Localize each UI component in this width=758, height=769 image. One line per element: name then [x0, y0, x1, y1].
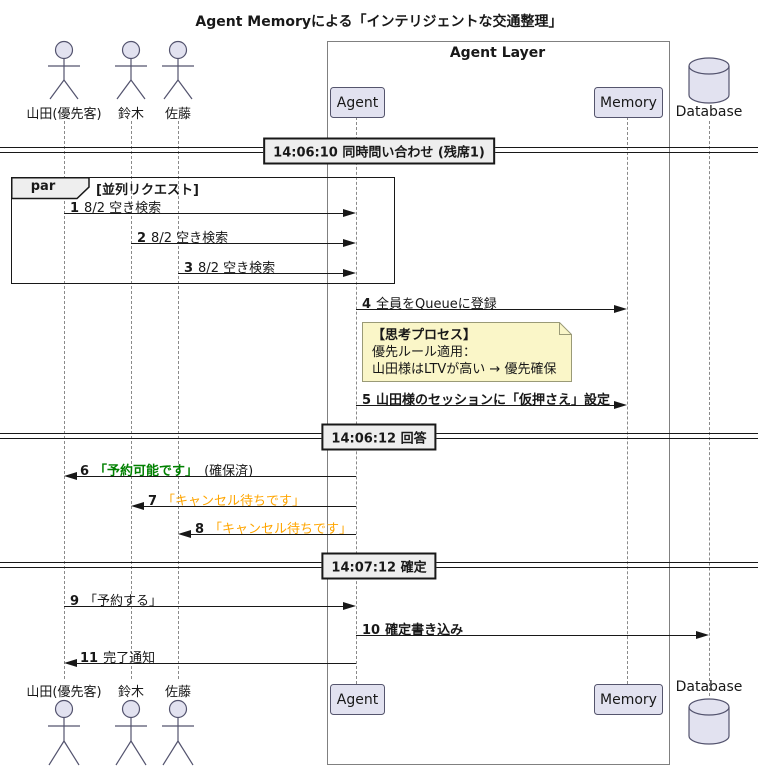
actor-label: 鈴木	[117, 107, 144, 122]
stick-figure-icon	[162, 40, 194, 100]
divider-label: 14:06:12 回答	[321, 423, 437, 451]
participant-memory-bottom: Memory	[594, 684, 663, 715]
diagram-title: Agent Memoryによる「インテリジェントな交通整理」	[195, 14, 563, 30]
message-number: 7	[148, 494, 158, 509]
message-line	[356, 635, 697, 637]
message-line	[76, 663, 356, 665]
actor-label: 鈴木	[117, 685, 144, 700]
message-line	[178, 273, 344, 275]
participant-label: Database	[675, 679, 743, 695]
message-number: 9	[70, 594, 80, 609]
participant-label: Database	[675, 104, 743, 120]
arrowhead-icon	[178, 530, 191, 538]
lifeline-memory	[627, 117, 628, 684]
arrowhead-icon	[343, 269, 356, 277]
participant-agent-bottom: Agent	[330, 684, 385, 715]
note-line: 【思考プロセス】	[372, 328, 477, 343]
message-text: 山田様のセッションに「仮押さえ」設定	[376, 393, 611, 408]
message-text: 8/2 空き検索	[151, 231, 229, 246]
message-number: 3	[184, 261, 194, 276]
message-number: 10	[362, 623, 381, 638]
cylinder-icon	[688, 57, 730, 104]
cylinder-icon	[688, 698, 730, 745]
lifeline-suzuki	[131, 121, 132, 679]
actor-label: 佐藤	[164, 685, 191, 700]
message-number: 5	[362, 393, 372, 408]
message-line	[143, 506, 356, 508]
arrowhead-icon	[64, 472, 77, 480]
actor-label: 佐藤	[164, 107, 191, 122]
message-line	[76, 476, 356, 478]
note-line: 優先ルール適用：	[372, 345, 477, 360]
message-line	[64, 213, 344, 215]
lifeline-yamada	[64, 121, 65, 679]
participant-memory-top: Memory	[594, 87, 663, 118]
stick-figure-icon	[115, 40, 147, 100]
stick-figure-icon	[48, 40, 80, 100]
message-text: 確定書き込み	[385, 623, 464, 638]
message-number: 6	[80, 464, 90, 479]
message-number: 4	[362, 297, 372, 312]
arrowhead-icon	[343, 209, 356, 217]
lifeline-agent	[356, 117, 357, 684]
note-line: 山田様はLTVが高い → 優先確保	[372, 362, 557, 377]
agent-layer-frame	[327, 41, 670, 765]
actor-label: 山田(優先客)	[26, 685, 102, 700]
message-text: 「キャンセル待ちです」	[162, 494, 306, 509]
message-suffix: (確保済)	[204, 464, 254, 479]
lifeline-sato	[178, 121, 179, 679]
message-line	[131, 243, 344, 245]
divider-label: 14:06:10 同時問い合わせ (残席1)	[263, 137, 495, 165]
par-condition: [並列リクエスト]	[96, 183, 199, 198]
fragment-tab-icon	[10, 176, 90, 199]
sticky-note-icon	[362, 322, 572, 382]
divider-label: 14:07:12 確定	[321, 552, 437, 580]
message-text: 8/2 空き検索	[84, 201, 162, 216]
par-fragment: par [並列リクエスト]	[10, 176, 395, 284]
message-line	[64, 606, 344, 608]
lifeline-database	[709, 121, 710, 696]
arrowhead-icon	[614, 305, 627, 313]
message-text: 「キャンセル待ちです」	[209, 522, 353, 537]
arrowhead-icon	[343, 602, 356, 610]
message-number: 11	[80, 651, 99, 666]
message-line	[190, 534, 356, 536]
arrowhead-icon	[614, 401, 627, 409]
stick-figure-icon	[115, 699, 147, 766]
message-number: 2	[137, 231, 147, 246]
message-number: 1	[70, 201, 80, 216]
message-line	[356, 309, 615, 311]
agent-layer-label: Agent Layer	[449, 45, 546, 61]
stick-figure-icon	[162, 699, 194, 766]
message-text: 8/2 空き検索	[198, 261, 276, 276]
message-line	[356, 405, 615, 407]
arrowhead-icon	[696, 631, 709, 639]
message-number: 8	[195, 522, 205, 537]
actor-label: 山田(優先客)	[26, 107, 102, 122]
message-text: 完了通知	[103, 651, 156, 666]
arrowhead-icon	[131, 502, 144, 510]
message-text: 「予約可能です」	[94, 464, 199, 479]
participant-agent-top: Agent	[330, 87, 385, 118]
arrowhead-icon	[64, 659, 77, 667]
message-text: 「予約する」	[84, 594, 163, 609]
par-keyword: par	[30, 179, 56, 194]
stick-figure-icon	[48, 699, 80, 766]
arrowhead-icon	[343, 239, 356, 247]
message-text: 全員をQueueに登録	[376, 297, 497, 312]
